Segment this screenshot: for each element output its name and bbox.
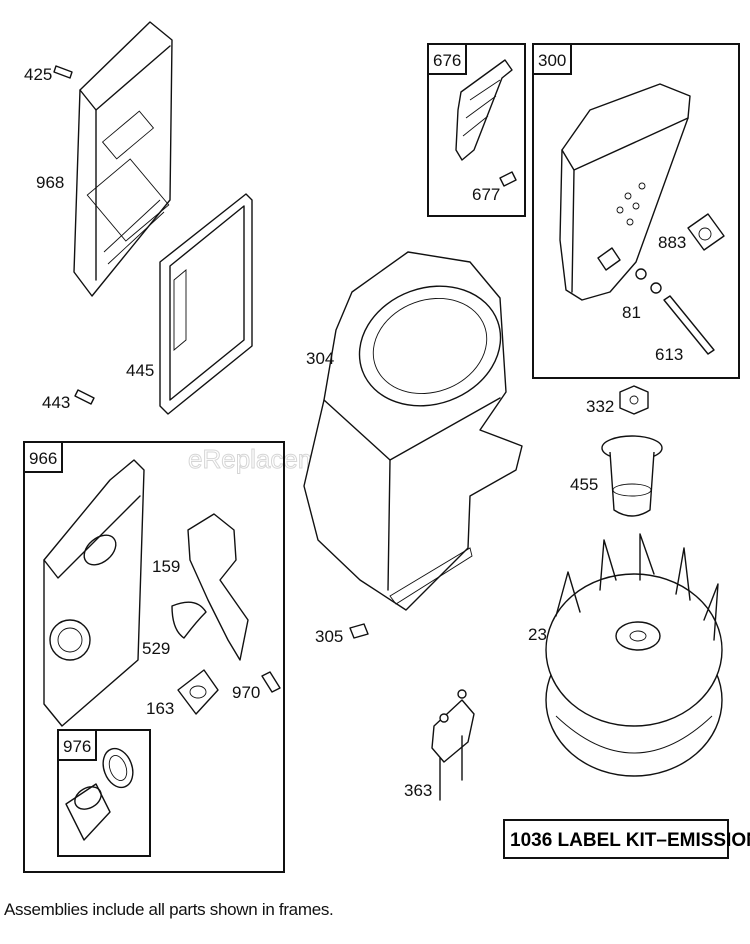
bracket-363: 363 <box>404 689 475 801</box>
bracket-159 <box>187 513 249 661</box>
screw-425 <box>53 65 73 79</box>
frame-966-title: 966 <box>29 449 57 468</box>
footnote: Assemblies include all parts shown in fr… <box>4 900 334 919</box>
frame-300-title: 300 <box>538 51 566 70</box>
frame-976-title: 976 <box>63 737 91 756</box>
label-163: 163 <box>146 699 174 718</box>
carburetor-part <box>43 459 145 727</box>
kit-label-text: 1036 LABEL KIT–EMISSION <box>510 830 750 851</box>
frame-676: 676 677 <box>427 43 526 217</box>
label-529: 529 <box>142 639 170 658</box>
label-677: 677 <box>472 185 500 204</box>
kit-label-box: 1036 LABEL KIT–EMISSION <box>503 819 750 859</box>
gasket-163 <box>177 669 219 715</box>
air-cleaner-base-968: 968 <box>36 21 173 297</box>
screw-677 <box>499 171 517 187</box>
bushing-part <box>102 747 134 789</box>
label-23: 23 <box>528 625 547 644</box>
frame-966: 966 159 529 163 970 976 <box>23 441 285 873</box>
screw-970 <box>261 671 281 693</box>
label-332: 332 <box>586 397 614 416</box>
bolt-613 <box>663 295 715 355</box>
label-445: 445 <box>126 361 154 380</box>
label-81: 81 <box>622 303 641 322</box>
label-304: 304 <box>306 349 334 368</box>
label-455: 455 <box>570 475 598 494</box>
label-968: 968 <box>36 173 64 192</box>
label-425: 425 <box>24 65 52 84</box>
heat-shield-part <box>455 59 513 161</box>
label-159: 159 <box>152 557 180 576</box>
label-613: 613 <box>655 345 683 364</box>
muffler-part <box>559 83 691 301</box>
label-363: 363 <box>404 781 432 800</box>
blower-housing-304: 304 <box>303 251 523 611</box>
flywheel-23: 23 <box>528 533 723 777</box>
frame-300: 300 883 81 613 <box>532 43 740 379</box>
frame-676-title: 676 <box>433 51 461 70</box>
label-305: 305 <box>315 627 343 646</box>
gasket-883 <box>687 213 725 251</box>
part-529 <box>171 601 207 639</box>
nut-332 <box>619 385 649 415</box>
label-443: 443 <box>42 393 70 412</box>
starter-cup-455: 455 <box>570 435 663 517</box>
frame-976: 976 <box>57 729 151 857</box>
washer-81 <box>650 282 662 294</box>
primer-bulb-part <box>65 783 111 841</box>
label-883: 883 <box>658 233 686 252</box>
screw-443 <box>74 389 95 405</box>
screw-305 <box>349 623 369 639</box>
label-970: 970 <box>232 683 260 702</box>
air-filter-445: 445 <box>126 193 253 415</box>
